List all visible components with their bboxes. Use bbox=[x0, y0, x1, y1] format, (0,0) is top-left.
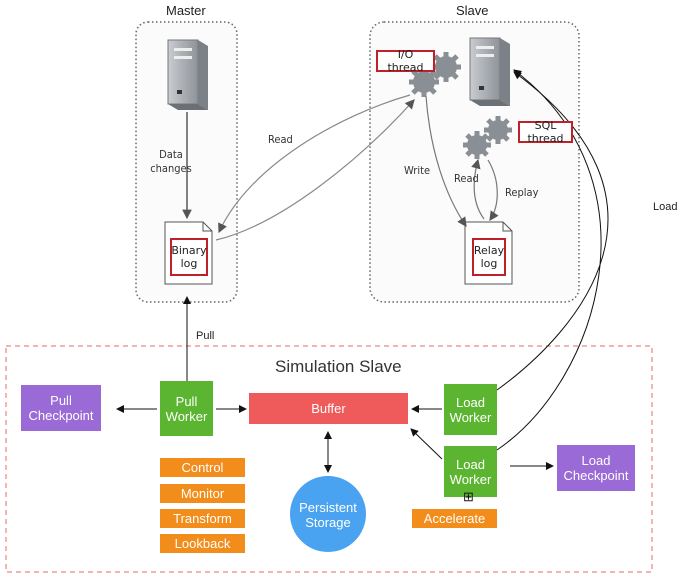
relay-log-label: Relay log bbox=[472, 238, 506, 276]
sql-thread-gears-icon bbox=[463, 116, 512, 159]
master-title: Master bbox=[166, 3, 206, 18]
relay-read-label: Read bbox=[454, 172, 479, 185]
buffer-box: Buffer bbox=[249, 393, 408, 424]
persistent-storage-circle bbox=[290, 476, 366, 552]
data-changes-label: Data changes bbox=[150, 148, 192, 175]
read-response-arc bbox=[218, 94, 411, 234]
load-label: Load bbox=[653, 201, 678, 213]
expand-icon[interactable]: ⊞ bbox=[463, 489, 474, 504]
read-relay-arrow bbox=[471, 158, 485, 220]
write-label: Write bbox=[404, 164, 431, 177]
pull-checkpoint-box: Pull Checkpoint bbox=[21, 385, 101, 431]
binary-log-label: Binary log bbox=[170, 238, 208, 276]
sql-thread-label: SQL thread bbox=[518, 119, 573, 145]
monitor-button: Monitor bbox=[160, 484, 245, 503]
load-checkpoint-box: Load Checkpoint bbox=[557, 445, 635, 491]
pull-worker-box: Pull Worker bbox=[160, 381, 213, 436]
load2-from-buffer-arrow bbox=[410, 428, 443, 460]
io-thread-gears-icon bbox=[409, 52, 461, 97]
persistent-storage-label: Persistent Storage bbox=[299, 500, 357, 530]
io-thread-label: I/O thread bbox=[376, 48, 435, 74]
load-worker-1-box: Load Worker bbox=[444, 384, 497, 435]
simulation-slave-boundary bbox=[5, 345, 653, 573]
simulation-slave-title: Simulation Slave bbox=[275, 357, 402, 376]
accelerate-button: Accelerate bbox=[412, 509, 497, 528]
control-button: Control bbox=[160, 458, 245, 477]
pull-label: Pull bbox=[196, 330, 215, 342]
load-arc-2 bbox=[496, 69, 602, 451]
load-worker-2-box: Load Worker bbox=[444, 446, 497, 497]
slave-title: Slave bbox=[456, 3, 489, 18]
slave-server-icon bbox=[469, 37, 510, 106]
master-server-icon bbox=[167, 39, 208, 110]
lookback-button: Lookback bbox=[160, 534, 245, 553]
read-request-arc bbox=[215, 99, 415, 241]
write-arrow bbox=[425, 95, 467, 227]
replay-arrow bbox=[487, 159, 499, 221]
read-label: Read bbox=[268, 133, 293, 146]
replay-label: Replay bbox=[505, 186, 539, 199]
transform-button: Transform bbox=[160, 509, 245, 528]
